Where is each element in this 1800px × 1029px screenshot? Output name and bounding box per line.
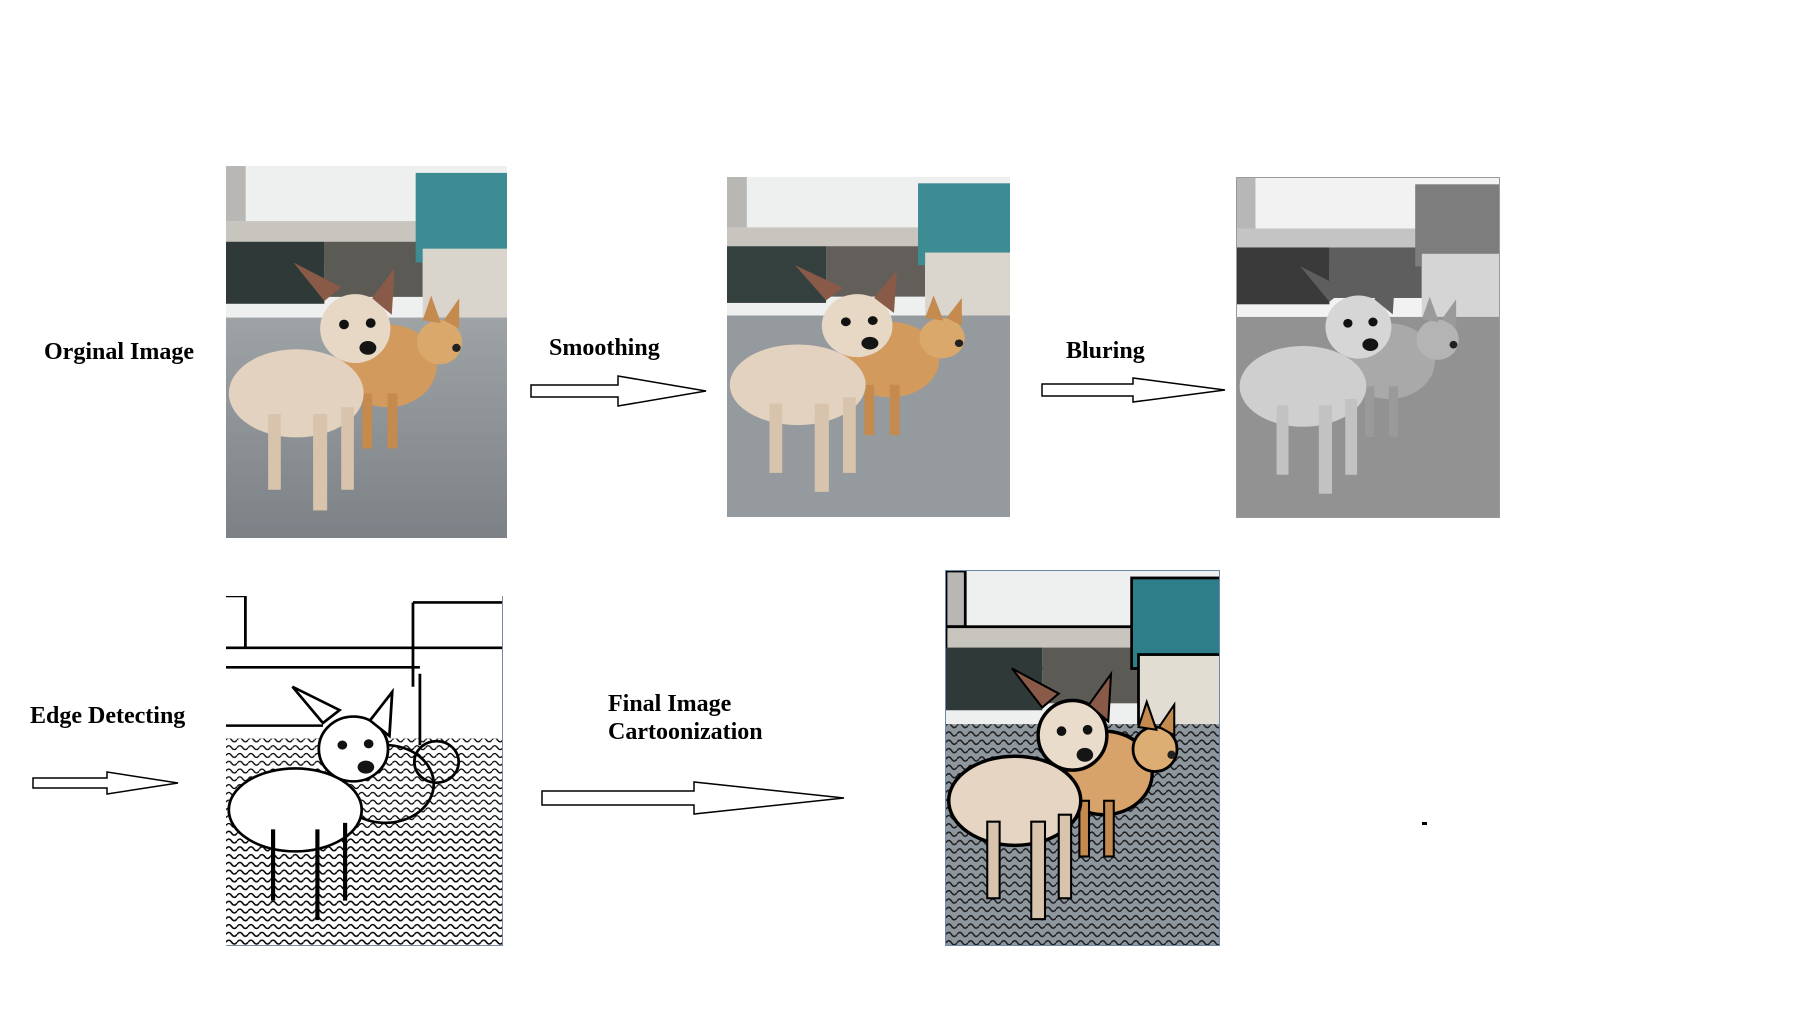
dogs-photo-smoothed: [727, 177, 1010, 517]
label-edge-detecting: Edge Detecting: [30, 703, 186, 729]
label-cartoonization: Cartoonization: [608, 719, 763, 745]
blurred-image: [1236, 177, 1500, 518]
stray-dot: [1422, 822, 1427, 825]
arrow-right-icon: [32, 771, 179, 795]
arrow-right-icon: [530, 375, 707, 407]
dogs-edge-sketch: [226, 596, 502, 945]
smoothed-image: [727, 177, 1010, 517]
arrow-right-icon: [1041, 377, 1226, 403]
label-final-image: Final Image: [608, 691, 732, 717]
label-smoothing: Smoothing: [549, 335, 660, 361]
original-image: [226, 166, 507, 538]
dogs-cartoonized: [946, 571, 1219, 945]
cartoon-image: [945, 570, 1220, 946]
dogs-photo-grayscale: [1237, 178, 1499, 517]
edge-image: [226, 596, 503, 946]
label-bluring: Bluring: [1066, 338, 1145, 364]
arrow-right-icon: [541, 781, 845, 815]
label-original-image: Orginal Image: [44, 339, 194, 365]
dogs-photo-original: [226, 166, 507, 538]
